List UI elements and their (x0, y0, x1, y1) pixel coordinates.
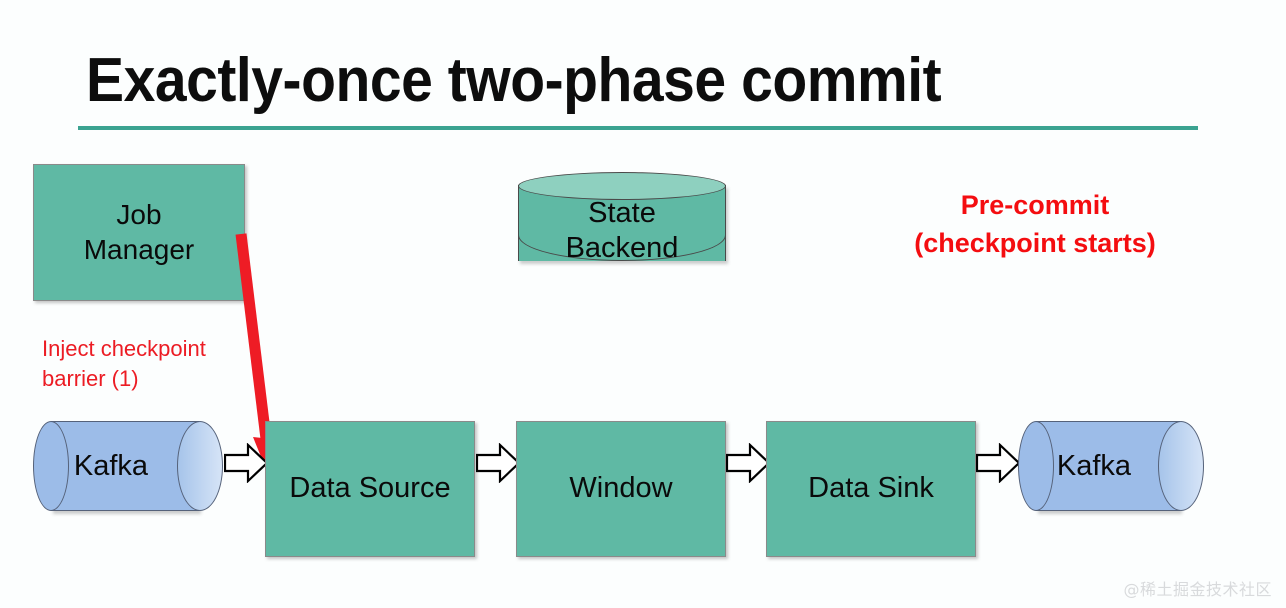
cylinder-body (1036, 421, 1180, 511)
title-underline-rule (78, 126, 1198, 130)
node-kafka-sink[interactable]: Kafka (1018, 421, 1204, 511)
cylinder-body (51, 421, 199, 511)
cylinder-top-ellipse (518, 172, 726, 200)
watermark: @稀土掘金技术社区 (1123, 580, 1272, 599)
annotation-inject-barrier: Inject checkpoint barrier (1) (42, 336, 206, 391)
node-kafka-source[interactable]: Kafka (33, 421, 223, 511)
node-job-manager-label: Job Manager (83, 199, 195, 265)
node-window[interactable]: Window (516, 421, 726, 557)
flow-arrow-window-to-data-sink (726, 443, 770, 483)
node-data-source-label: Data Source (289, 472, 451, 505)
page-title: Exactly-once two-phase commit (86, 46, 942, 115)
node-data-sink[interactable]: Data Sink (766, 421, 976, 557)
cylinder-left-ellipse (33, 421, 69, 511)
flow-arrow-data-sink-to-kafka-sink (976, 443, 1020, 483)
flow-arrow-data-source-to-window (476, 443, 520, 483)
cylinder-right-ellipse (1158, 421, 1204, 511)
node-window-label: Window (569, 472, 673, 505)
flow-arrow-kafka-source-to-data-source (224, 443, 268, 483)
node-data-sink-label: Data Sink (808, 472, 934, 505)
node-state-backend-label: State Backend (565, 197, 679, 264)
node-job-manager[interactable]: Job Manager (33, 164, 245, 301)
node-data-source[interactable]: Data Source (265, 421, 475, 557)
node-kafka-sink-label: Kafka (1056, 449, 1132, 482)
cylinder-right-ellipse (177, 421, 223, 511)
node-kafka-source-label: Kafka (73, 449, 149, 482)
node-state-backend[interactable]: State Backend (518, 172, 726, 274)
cylinder-left-ellipse (1018, 421, 1054, 511)
annotation-pre-commit: Pre-commit (checkpoint starts) (914, 190, 1156, 259)
